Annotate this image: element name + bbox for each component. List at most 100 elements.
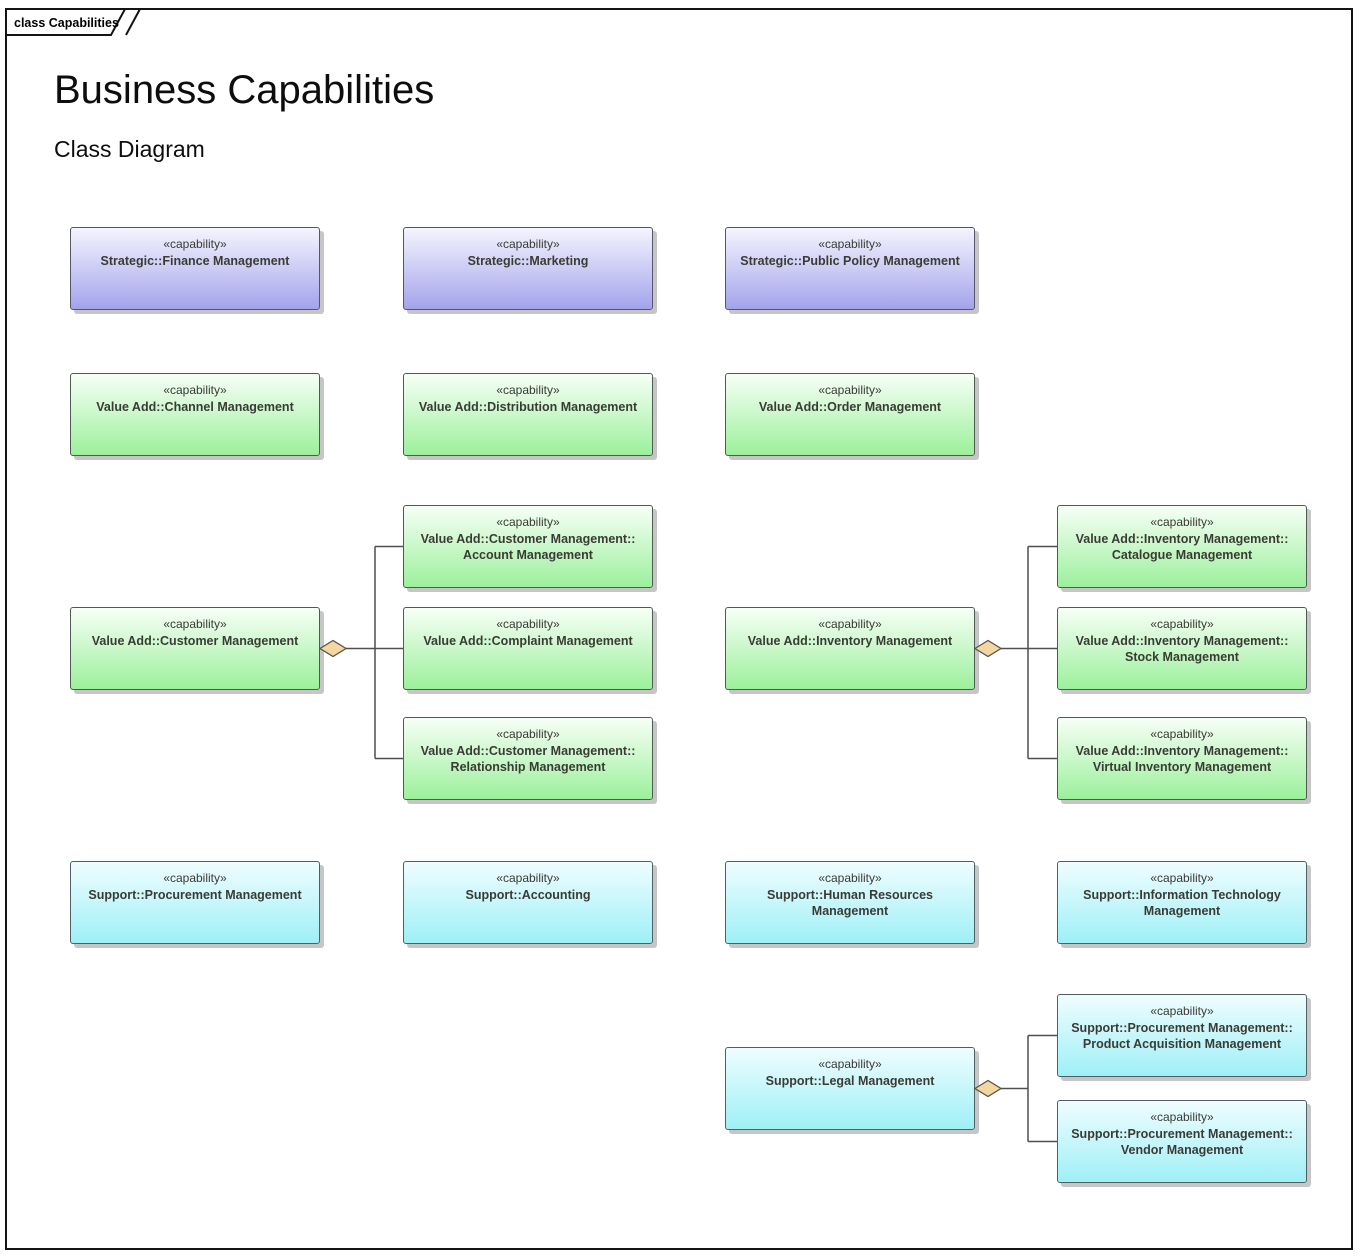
capability-node[interactable]: «capability» Strategic::Marketing: [403, 227, 653, 310]
capability-node[interactable]: «capability» Strategic::Public Policy Ma…: [725, 227, 975, 310]
capability-node[interactable]: «capability» Value Add::Customer Managem…: [403, 505, 653, 588]
capability-name: Strategic::Finance Management: [71, 253, 319, 269]
capability-name-line: Support::Human Resources: [767, 888, 933, 902]
capability-name: Support::Procurement Management: [71, 887, 319, 903]
capability-name-line: Support::Information Technology: [1083, 888, 1281, 902]
capability-name-line: Management: [1143, 904, 1221, 918]
capability-node[interactable]: «capability» Support::Procurement Manage…: [1057, 994, 1307, 1077]
capability-name-line: Value Add::Order Management: [758, 400, 942, 414]
capability-name: Value Add::Channel Management: [71, 399, 319, 415]
stereotype-label: «capability»: [496, 727, 560, 741]
capability-name: Value Add::Distribution Management: [404, 399, 652, 415]
capability-name-line: Virtual Inventory Management: [1092, 760, 1272, 774]
capability-node[interactable]: «capability» Value Add::Complaint Manage…: [403, 607, 653, 690]
capability-name: Value Add::Complaint Management: [404, 633, 652, 649]
capability-name-line: Strategic::Public Policy Management: [740, 254, 960, 268]
diagram-tab-shape: [5, 8, 127, 36]
capability-name-line: Account Management: [463, 548, 593, 562]
capability-name-line: Value Add::Distribution Management: [418, 400, 638, 414]
stereotype-label: «capability»: [163, 871, 227, 885]
diagram-title: Business Capabilities: [54, 68, 435, 112]
capability-name-line: Support::Procurement Management::: [1071, 1127, 1293, 1141]
capability-name: Value Add::Customer Management: [71, 633, 319, 649]
stereotype-label: «capability»: [1150, 617, 1214, 631]
capability-name-line: Value Add::Customer Management::: [420, 532, 636, 546]
capability-name-line: Product Acquisition Management: [1082, 1037, 1282, 1051]
capability-node[interactable]: «capability» Value Add::Distribution Man…: [403, 373, 653, 456]
capability-node[interactable]: «capability» Value Add::Inventory Manage…: [1057, 607, 1307, 690]
capability-name-line: Value Add::Inventory Management::: [1075, 744, 1289, 758]
capability-node[interactable]: «capability» Value Add::Inventory Manage…: [1057, 717, 1307, 800]
diagram-tab-label: class Capabilities: [14, 16, 119, 30]
stereotype-label: «capability»: [496, 237, 560, 251]
capability-name: Support::Procurement Management::Product…: [1058, 1020, 1306, 1052]
stereotype-label: «capability»: [1150, 727, 1214, 741]
stereotype-label: «capability»: [1150, 515, 1214, 529]
capability-name-line: Support::Legal Management: [765, 1074, 935, 1088]
capability-node[interactable]: «capability» Support::Procurement Manage…: [70, 861, 320, 944]
capability-name: Value Add::Inventory Management::Virtual…: [1058, 743, 1306, 775]
capability-name: Value Add::Customer Management::Account …: [404, 531, 652, 563]
capability-name-line: Value Add::Customer Management: [91, 634, 299, 648]
diagram-subtitle: Class Diagram: [54, 136, 205, 162]
capability-name-line: Value Add::Channel Management: [96, 400, 294, 414]
capability-name-line: Support::Accounting: [465, 888, 591, 902]
capability-node[interactable]: «capability» Value Add::Customer Managem…: [403, 717, 653, 800]
diagram-tab: class Capabilities: [5, 8, 141, 36]
capability-node[interactable]: «capability» Value Add::Order Management: [725, 373, 975, 456]
diagram-frame-border: [5, 8, 1353, 1250]
capability-node[interactable]: «capability» Value Add::Inventory Manage…: [1057, 505, 1307, 588]
capability-name: Value Add::Inventory Management: [726, 633, 974, 649]
capability-name-line: Relationship Management: [450, 760, 606, 774]
capability-node[interactable]: «capability» Strategic::Finance Manageme…: [70, 227, 320, 310]
capability-name: Value Add::Customer Management::Relation…: [404, 743, 652, 775]
stereotype-label: «capability»: [496, 871, 560, 885]
capability-name-line: Value Add::Inventory Management::: [1075, 634, 1289, 648]
capability-name-line: Stock Management: [1125, 650, 1239, 664]
capability-node[interactable]: «capability» Support::Accounting: [403, 861, 653, 944]
capability-node[interactable]: «capability» Support::Procurement Manage…: [1057, 1100, 1307, 1183]
capability-name: Value Add::Inventory Management::Catalog…: [1058, 531, 1306, 563]
capability-name-line: Value Add::Inventory Management::: [1075, 532, 1289, 546]
diagram-tab-slash: [125, 8, 141, 36]
capability-name: Support::Legal Management: [726, 1073, 974, 1089]
capability-node[interactable]: «capability» Support::Legal Management: [725, 1047, 975, 1130]
capability-name-line: Support::Procurement Management::: [1071, 1021, 1293, 1035]
capability-name: Value Add::Inventory Management::Stock M…: [1058, 633, 1306, 665]
capability-name-line: Support::Procurement Management: [88, 888, 302, 902]
stereotype-label: «capability»: [1150, 871, 1214, 885]
capability-name-line: Management: [811, 904, 889, 918]
stereotype-label: «capability»: [818, 1057, 882, 1071]
stereotype-label: «capability»: [496, 515, 560, 529]
capability-name-line: Value Add::Complaint Management: [423, 634, 633, 648]
capability-name: Support::Accounting: [404, 887, 652, 903]
capability-name-line: Vendor Management: [1120, 1143, 1244, 1157]
capability-node[interactable]: «capability» Support::Information Techno…: [1057, 861, 1307, 944]
capability-node[interactable]: «capability» Value Add::Customer Managem…: [70, 607, 320, 690]
stereotype-label: «capability»: [1150, 1110, 1214, 1124]
capability-name-line: Value Add::Inventory Management: [747, 634, 953, 648]
stereotype-label: «capability»: [1150, 1004, 1214, 1018]
capability-name: Value Add::Order Management: [726, 399, 974, 415]
stereotype-label: «capability»: [818, 237, 882, 251]
capability-name-line: Strategic::Finance Management: [100, 254, 290, 268]
stereotype-label: «capability»: [496, 617, 560, 631]
stereotype-label: «capability»: [818, 383, 882, 397]
stereotype-label: «capability»: [163, 617, 227, 631]
capability-name: Strategic::Public Policy Management: [726, 253, 974, 269]
capability-node[interactable]: «capability» Value Add::Inventory Manage…: [725, 607, 975, 690]
capability-name: Support::Procurement Management::Vendor …: [1058, 1126, 1306, 1158]
capability-name-line: Strategic::Marketing: [467, 254, 589, 268]
capability-name-line: Value Add::Customer Management::: [420, 744, 636, 758]
stereotype-label: «capability»: [818, 617, 882, 631]
capability-name-line: Catalogue Management: [1111, 548, 1253, 562]
capability-node[interactable]: «capability» Value Add::Channel Manageme…: [70, 373, 320, 456]
stereotype-label: «capability»: [163, 383, 227, 397]
stereotype-label: «capability»: [163, 237, 227, 251]
capability-name: Strategic::Marketing: [404, 253, 652, 269]
